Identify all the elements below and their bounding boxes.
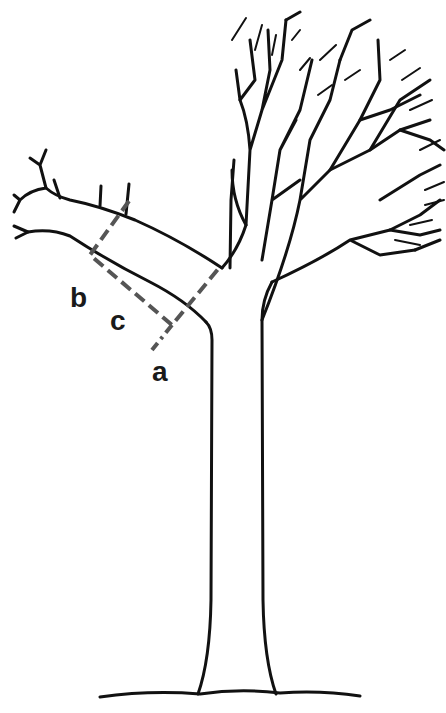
trunk-left — [198, 322, 212, 694]
crown-branch — [272, 40, 440, 282]
crown-branch — [360, 95, 444, 250]
crown-branch — [240, 12, 370, 260]
branch-upper — [46, 188, 222, 268]
twig — [126, 184, 129, 214]
crown-twig — [232, 18, 444, 245]
twig — [14, 226, 28, 232]
leader-line — [152, 325, 172, 350]
ground-line — [100, 691, 360, 697]
twig — [100, 186, 101, 206]
twig — [14, 150, 60, 212]
trunk-right — [262, 282, 276, 694]
crown-branch — [222, 20, 286, 268]
dimension-label: b — [70, 284, 87, 312]
dimension-label: a — [152, 358, 168, 386]
measure-bracket — [90, 201, 219, 325]
dimension-label: c — [110, 307, 126, 335]
